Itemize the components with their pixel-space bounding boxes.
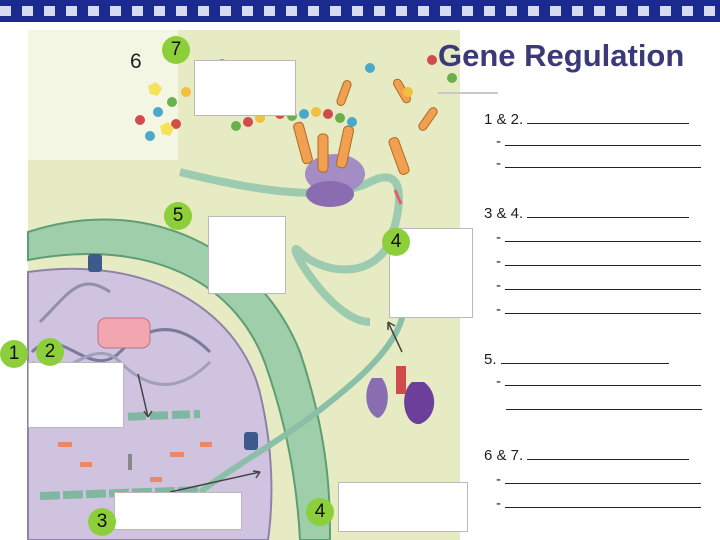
- label-7: 7: [162, 36, 190, 64]
- dash: -: [496, 495, 501, 512]
- answer-line[interactable]: [505, 300, 702, 314]
- dash: -: [496, 253, 501, 270]
- answer-line[interactable]: [527, 446, 690, 460]
- nuclear-pore-icon: [88, 254, 102, 272]
- answer-box-4-bottom[interactable]: [338, 482, 468, 532]
- dash: -: [496, 471, 501, 488]
- label-4-top: 4: [382, 228, 410, 256]
- dash: -: [496, 229, 501, 246]
- answer-line[interactable]: [505, 132, 702, 146]
- top-banner: [0, 0, 720, 22]
- answer-box-7[interactable]: [194, 60, 296, 116]
- translation-arrow: [393, 189, 403, 205]
- answer-line[interactable]: [505, 494, 702, 508]
- spliced-introns: [58, 442, 212, 482]
- question-5: 5.: [484, 351, 497, 368]
- answer-line[interactable]: [527, 204, 690, 218]
- answer-line[interactable]: [505, 372, 702, 386]
- question-6-7: 6 & 7.: [484, 447, 524, 464]
- label-6: 6: [130, 50, 142, 73]
- dash: -: [496, 155, 501, 172]
- answer-line[interactable]: [505, 228, 702, 242]
- answer-box-1-2[interactable]: [28, 362, 124, 428]
- dash: -: [496, 133, 501, 150]
- dash: -: [496, 373, 501, 390]
- answer-box-4-top[interactable]: [389, 228, 473, 318]
- answer-line[interactable]: [527, 110, 690, 124]
- trna-molecules: [293, 78, 438, 175]
- banner-stripes: [0, 6, 720, 16]
- label-4-bottom: 4: [306, 498, 334, 526]
- process-arrows: [137, 321, 403, 493]
- label-1: 1: [0, 340, 28, 368]
- dash: -: [496, 277, 501, 294]
- question-1-2: 1 & 2.: [484, 111, 524, 128]
- label-5: 5: [164, 202, 192, 230]
- answer-line[interactable]: [500, 350, 669, 364]
- slide-title: Gene Regulation: [438, 38, 685, 73]
- title-divider: [438, 92, 498, 94]
- nuclear-pore-icon: [244, 432, 258, 450]
- nucleus: [27, 267, 273, 540]
- label-3: 3: [88, 508, 116, 536]
- dash: -: [496, 301, 501, 318]
- answer-line[interactable]: [505, 276, 702, 290]
- answer-line[interactable]: [506, 396, 702, 410]
- answer-box-3[interactable]: [114, 492, 242, 530]
- answer-line[interactable]: [505, 470, 702, 484]
- rna-polymerase: [97, 317, 151, 349]
- question-3-4: 3 & 4.: [484, 205, 524, 222]
- answer-box-5[interactable]: [208, 216, 286, 294]
- answer-line[interactable]: [505, 154, 702, 168]
- label-2: 2: [36, 338, 64, 366]
- protein-products: [366, 366, 435, 425]
- answer-line[interactable]: [505, 252, 702, 266]
